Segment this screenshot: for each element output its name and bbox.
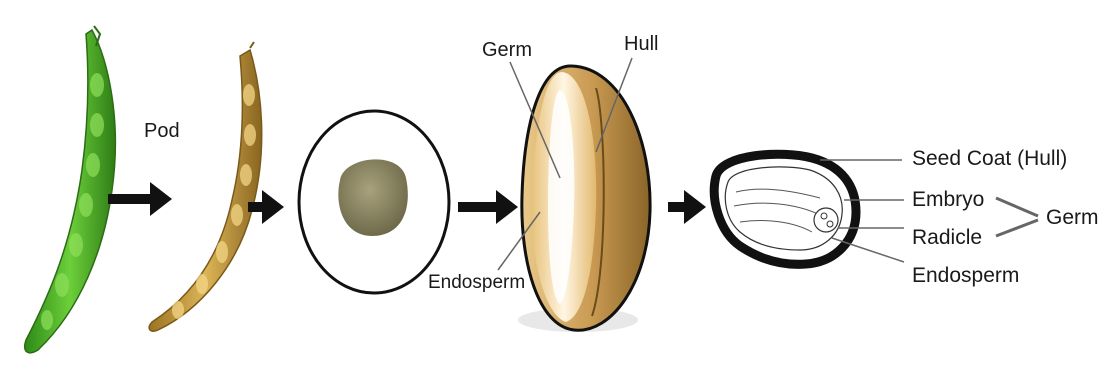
- germ-right-label: Germ: [1046, 206, 1099, 229]
- germ-top-label: Germ: [482, 39, 532, 61]
- arrow-3: [458, 190, 518, 224]
- radicle-label: Radicle: [912, 226, 982, 249]
- green-pod: [25, 26, 116, 353]
- pod-label: Pod: [144, 120, 180, 142]
- arrow-4: [668, 190, 706, 224]
- embryo-label: Embryo: [912, 188, 984, 211]
- endosperm-left-label: Endosperm: [428, 272, 525, 293]
- hull-top-label: Hull: [624, 33, 658, 55]
- endosperm-right-label: Endosperm: [912, 264, 1019, 287]
- arrow-1: [108, 182, 172, 216]
- seed-coat-label: Seed Coat (Hull): [912, 147, 1067, 170]
- grain-cross-section: [518, 66, 650, 332]
- seed-section: [714, 154, 856, 264]
- dry-pod: [149, 42, 262, 331]
- single-seed: [299, 111, 449, 293]
- germ-bracket: [996, 198, 1038, 236]
